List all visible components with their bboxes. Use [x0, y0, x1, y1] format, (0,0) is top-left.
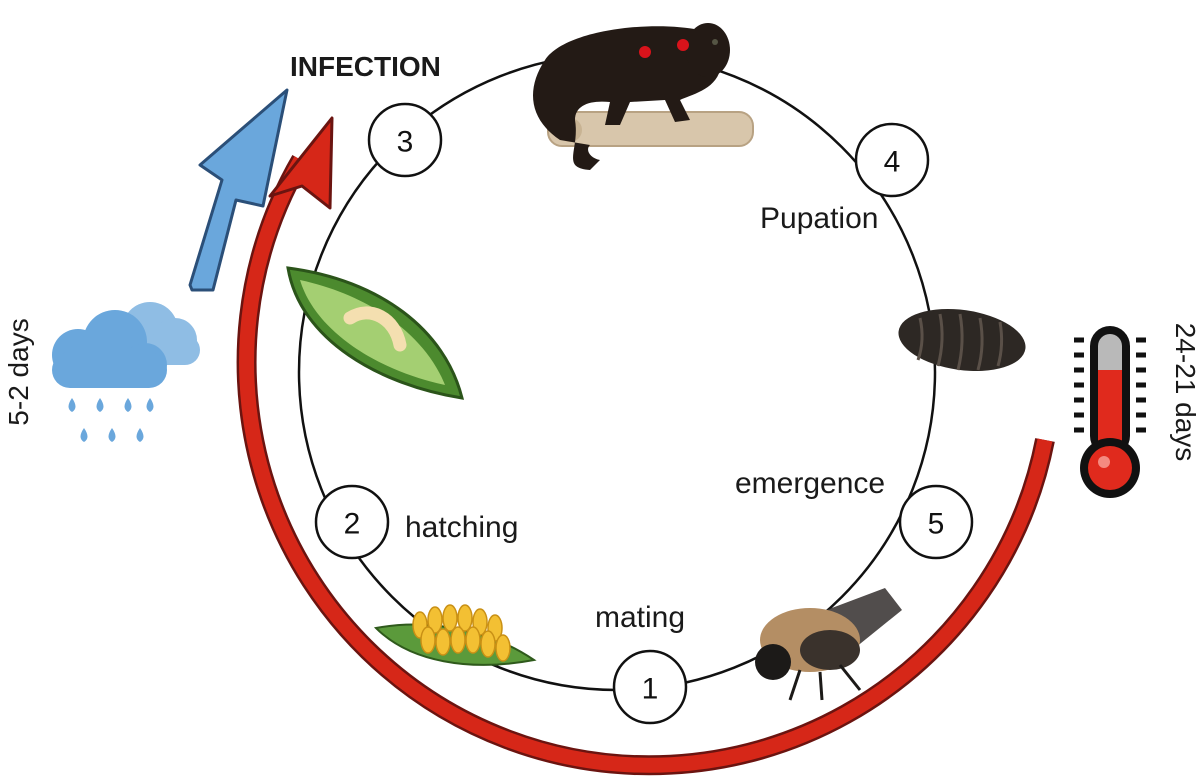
stage-2: 2	[314, 484, 390, 560]
stage-5-number: 5	[928, 508, 945, 541]
stage-4: 4	[854, 122, 930, 198]
stage-1-number: 1	[642, 673, 659, 706]
howler-monkey-icon	[533, 23, 754, 170]
red-arrow	[236, 116, 1055, 776]
stage-4-label: Pupation	[760, 202, 878, 235]
pupa-icon	[898, 308, 1026, 372]
eggs-on-leaf-icon	[373, 604, 537, 666]
diagram-title: INFECTION	[290, 51, 441, 82]
larva-in-leaf-icon	[286, 266, 465, 400]
stage-1-label: mating	[595, 601, 685, 634]
rain-duration-label: 5-2 days	[3, 318, 34, 425]
stage-2-label: hatching	[405, 511, 518, 544]
stage-2-number: 2	[344, 508, 361, 541]
stage-3-number: 3	[397, 126, 414, 159]
stage-4-number: 4	[884, 146, 901, 179]
botfly-icon	[755, 588, 902, 701]
thermometer-icon	[1074, 326, 1146, 498]
heat-duration-label: 24-21 days	[1170, 323, 1200, 462]
stage-3: 3	[367, 102, 443, 178]
stage-1: 1	[612, 649, 688, 725]
rain-cloud-icon	[52, 302, 200, 442]
stage-5-label: emergence	[735, 467, 885, 500]
stage-5: 5	[898, 484, 974, 560]
blue-arrow	[188, 88, 289, 292]
